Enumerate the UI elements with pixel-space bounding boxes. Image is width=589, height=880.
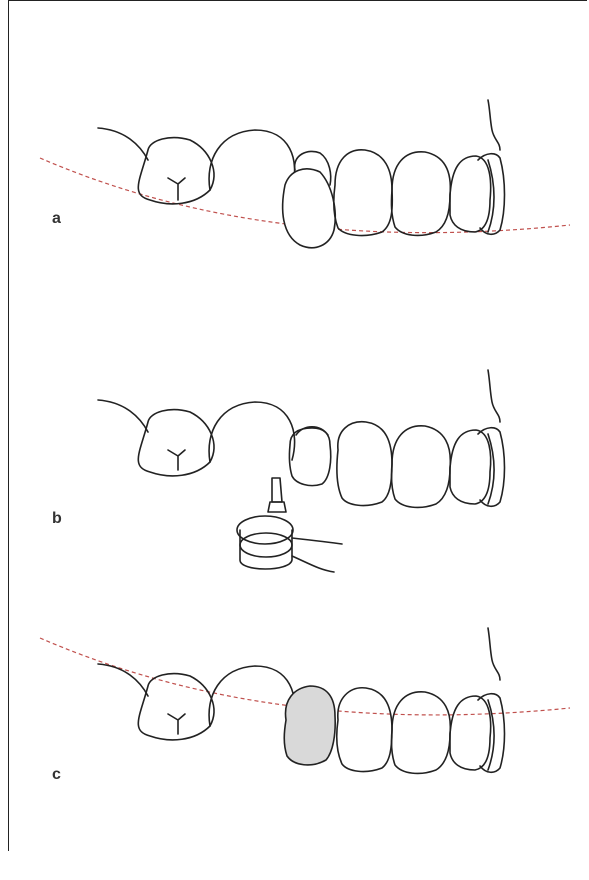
grinding-bur-icon [237, 478, 342, 572]
premolar-2 [391, 426, 450, 508]
premolar-1 [334, 150, 393, 236]
molar-fissure [168, 714, 185, 734]
molar-fissure [168, 178, 185, 200]
premolar-1 [337, 688, 392, 772]
lip-profile [488, 370, 500, 422]
crown-large [209, 130, 295, 190]
molar-shape [138, 674, 214, 740]
panel-label-c: c [52, 766, 61, 784]
restored-tooth [284, 686, 335, 765]
panel-c-drawing [0, 620, 589, 880]
premolar-1 [337, 422, 392, 506]
molar-fissure [168, 450, 185, 470]
panel-b-drawing [0, 360, 589, 620]
panel-b: b [0, 360, 589, 620]
extruded-tooth [283, 169, 336, 248]
distal-arch-line [98, 664, 148, 696]
crown-large [209, 666, 295, 726]
panel-label-a: a [52, 210, 61, 228]
ground-tooth [289, 428, 330, 486]
canine [450, 430, 491, 504]
lip-profile [488, 100, 500, 150]
crown-large [209, 402, 295, 462]
canine [450, 696, 491, 770]
premolar-2 [391, 152, 450, 236]
panel-label-b: b [52, 510, 62, 528]
premolar-2 [391, 692, 450, 774]
canine [450, 156, 491, 232]
distal-arch-line [98, 128, 148, 160]
lip-profile [488, 628, 500, 680]
panel-a-drawing [0, 60, 589, 320]
molar-shape [138, 138, 214, 204]
distal-arch-line [98, 400, 148, 432]
molar-shape [138, 410, 214, 476]
panel-a: a [0, 60, 589, 320]
panel-c: c [0, 620, 589, 880]
